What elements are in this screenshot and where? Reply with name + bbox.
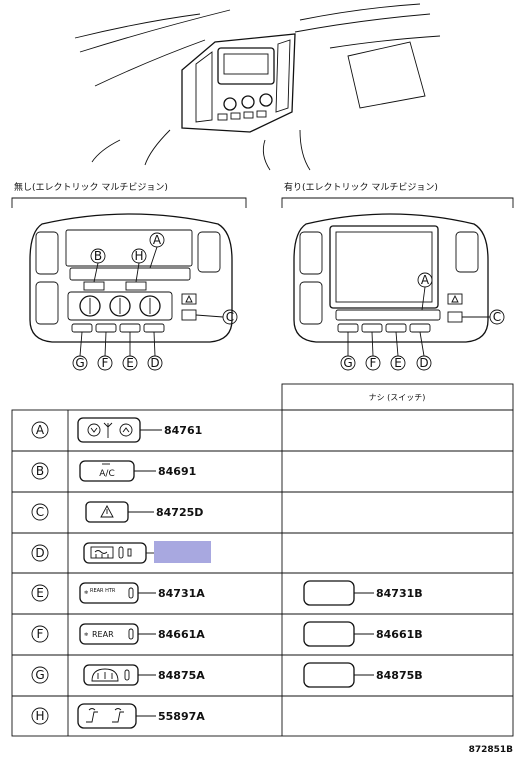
part-number: 55897A [158,710,205,723]
caption-without-multivision: 無し(エレクトリック マルチビジョン) [14,181,168,193]
callout-e-left: E [126,356,134,370]
row-key: A [36,423,45,437]
callout-b-left: B [94,249,102,263]
drawing-reference: 872851B [469,745,514,755]
column-header: ナシ (スイッチ) [369,393,426,402]
bracket-left [11,197,247,208]
svg-text:❄: ❄ [84,632,88,638]
parts-table: ナシ (スイッチ) [11,383,514,737]
defog-icon [83,542,147,564]
table-row-g: G 84875A 84875B [31,662,423,688]
right-panel [293,213,489,343]
rear-heater-icon-label: REAR HTR [90,588,116,594]
part-number: 84875A [158,669,205,682]
callout-a-left: A [153,233,162,247]
ac-icon-label: A/C [99,469,114,479]
row-key: H [35,709,44,723]
callout-f-left: F [102,356,109,370]
row-key: C [36,505,44,519]
rear-icon-label: REAR [92,630,114,639]
alt-part-number: 84731B [376,587,423,600]
caption-with-multivision: 有り(エレクトリック マルチビジョン) [284,181,438,193]
blank-switch-icon [303,621,355,647]
seat-heater-icon [77,703,137,729]
callout-a-right: A [421,273,430,287]
row-key: B [36,464,44,478]
left-callouts: A B H C G F E D [72,232,238,371]
blank-switch-icon [303,662,355,688]
redacted-part-box [154,541,211,563]
part-number: 84761 [164,424,202,437]
table-row-e: E ❄ REAR HTR 84731A 84731B [31,580,423,606]
left-panel [29,213,233,343]
dashboard-illustration [74,3,441,171]
callout-c-left: C [226,310,234,324]
callout-h-left: H [134,249,143,263]
callout-g-right: G [343,356,352,370]
part-number: 84661A [158,628,205,641]
defroster-icon [83,664,139,686]
callout-e-right: E [394,356,402,370]
right-callouts: A C G F E D [340,272,505,371]
table-row-c: C 84725D [31,501,203,523]
part-number: 84725D [156,506,203,519]
row-key: G [35,668,44,682]
callout-f-right: F [370,356,377,370]
table-row-f: F ❄ REAR 84661A 84661B [31,621,423,647]
table-row-d: D [31,541,211,564]
part-number: 84731A [158,587,205,600]
callout-d-left: D [150,356,159,370]
fan-arrows-icon [77,417,141,443]
table-row-b: B A/C 84691 [31,460,196,482]
callout-g-left: G [75,356,84,370]
table-row-a: A 84761 [31,417,202,443]
table-row-h: H 55897A [31,703,205,729]
alt-part-number: 84875B [376,669,423,682]
callout-d-right: D [419,356,428,370]
row-key: F [37,627,44,641]
bracket-right [281,197,514,208]
blank-switch-icon [303,580,355,606]
svg-text:❄: ❄ [84,590,88,596]
row-key: E [36,586,44,600]
alt-part-number: 84661B [376,628,423,641]
row-key: D [35,546,44,560]
callout-c-right: C [493,310,501,324]
part-number: 84691 [158,465,196,478]
